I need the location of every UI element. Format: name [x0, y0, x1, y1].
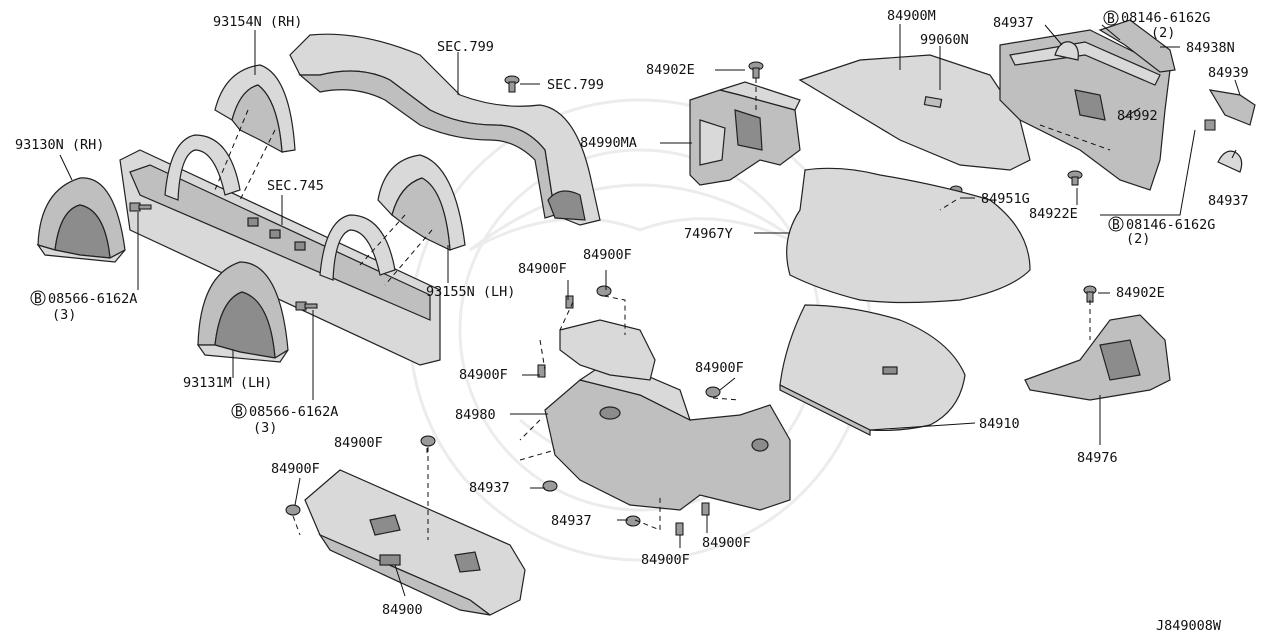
- label-84900F-e: 84900F: [334, 435, 383, 451]
- part-84976-bracket: [1024, 314, 1171, 401]
- label-08566-mid: 08566-6162A: [249, 404, 338, 420]
- label-84902E-right: 84902E: [1116, 285, 1165, 301]
- label-84992: 84992: [1117, 108, 1158, 124]
- bolt-08566-left: [129, 202, 152, 212]
- part-84900-tray: [304, 469, 526, 616]
- clip-84900F-e: [420, 435, 436, 447]
- label-84976: 84976: [1077, 450, 1118, 466]
- clip-84937-low: [625, 515, 641, 527]
- bolt-08566-mid: [295, 301, 318, 311]
- assembly-line-5: [519, 449, 556, 461]
- bolt-symbol-mid: B: [231, 403, 247, 420]
- label-93130N: 93130N (RH): [15, 137, 104, 153]
- label-84900F-g: 84900F: [702, 535, 751, 551]
- label-84900F-f: 84900F: [271, 461, 320, 477]
- label-84900: 84900: [382, 602, 423, 618]
- part-93130N-arch-cover: [36, 177, 126, 263]
- part-74967Y-mat: [786, 167, 1031, 304]
- label-84900M: 84900M: [887, 8, 936, 24]
- clip-84937-mid: [542, 480, 558, 492]
- label-84990MA: 84990MA: [580, 135, 637, 151]
- label-84900F-a: 84900F: [518, 261, 567, 277]
- assembly-line-4: [519, 419, 541, 441]
- label-84939: 84939: [1208, 65, 1249, 81]
- bolt-symbol-top-letter: B: [1107, 12, 1115, 27]
- label-84938N: 84938N: [1186, 40, 1235, 56]
- leader-lines: [59, 24, 1241, 597]
- label-84980: 84980: [455, 407, 496, 423]
- part-93155N-cover: [359, 154, 466, 286]
- clip-84900F-h: [675, 522, 684, 536]
- clip-84900F-g: [701, 502, 710, 516]
- label-sec799-a: SEC.799: [437, 39, 494, 55]
- part-84990MA-bracket: [689, 81, 801, 186]
- label-84937-low: 84937: [551, 513, 592, 529]
- label-08566-left-qty: (3): [52, 307, 76, 323]
- part-84939-bracket: [1208, 89, 1256, 126]
- label-84951G: 84951G: [981, 191, 1030, 207]
- bolt-symbol-right-letter: B: [1112, 218, 1120, 233]
- label-84910: 84910: [979, 416, 1020, 432]
- assembly-line-2: [603, 295, 626, 335]
- part-84900M-lid-liner: [798, 54, 1031, 171]
- assembly-line-12: [939, 199, 957, 211]
- label-93155N: 93155N (LH): [426, 284, 515, 300]
- label-84900F-d: 84900F: [695, 360, 744, 376]
- part-93131M-arch-cover: [196, 261, 289, 363]
- label-08146-right-qty: (2): [1126, 231, 1150, 247]
- label-08146-top: 08146-6162G: [1121, 10, 1210, 26]
- part-93154N-cover: [214, 64, 296, 201]
- label-84937-mid: 84937: [469, 480, 510, 496]
- clip-84900F-a: [565, 295, 574, 309]
- label-08146-top-qty: (2): [1151, 25, 1175, 41]
- part-84938N-bracket: [1098, 19, 1176, 73]
- label-84922E: 84922E: [1029, 206, 1078, 222]
- label-93154N: 93154N (RH): [213, 14, 302, 30]
- part-84910-floor-mat: [779, 304, 966, 436]
- callout-labels: 93154N (RH) SEC.799 SEC.799 84902E 84990…: [15, 8, 1249, 634]
- label-74967Y: 74967Y: [684, 226, 733, 242]
- label-sec799-b: SEC.799: [547, 77, 604, 93]
- bolt-symbol-left-letter: B: [34, 292, 42, 307]
- clip-84937-right: [1217, 150, 1243, 173]
- label-99060N: 99060N: [920, 32, 969, 48]
- clip-84902E-right: [1083, 285, 1097, 303]
- label-84937-right: 84937: [1208, 193, 1249, 209]
- clip-84937-top: [1054, 41, 1079, 61]
- label-84900F-c: 84900F: [459, 367, 508, 383]
- rear-cross-panel: [119, 134, 441, 366]
- diagram-code: J849008W: [1156, 618, 1222, 634]
- part-84980-side-trim: [544, 319, 791, 511]
- label-93131M: 93131M (LH): [183, 375, 272, 391]
- bolt-symbol-mid-letter: B: [235, 405, 243, 420]
- label-08566-left: 08566-6162A: [48, 291, 137, 307]
- bolt-symbol-right: B: [1108, 216, 1124, 233]
- label-08146-right: 08146-6162G: [1126, 217, 1215, 233]
- label-84900F-b: 84900F: [583, 247, 632, 263]
- assembly-line-9: [292, 515, 301, 536]
- clip-84902E-top: [748, 61, 764, 79]
- assembly-line-7: [712, 397, 741, 401]
- bolt-symbol-top: B: [1103, 10, 1119, 27]
- sec799-trim-panel: [289, 33, 601, 226]
- bolt-08146-right: [1204, 119, 1216, 131]
- label-84937-top: 84937: [993, 15, 1034, 31]
- label-sec745: SEC.745: [267, 178, 324, 194]
- clip-sec799: [504, 75, 520, 93]
- clip-84900F-c: [537, 364, 546, 378]
- clip-84900F-f: [285, 504, 301, 516]
- clip-84900F-b: [596, 285, 612, 297]
- label-08566-mid-qty: (3): [253, 420, 277, 436]
- clip-84900F-d: [705, 386, 721, 398]
- label-84902E-top: 84902E: [646, 62, 695, 78]
- label-84900F-h: 84900F: [641, 552, 690, 568]
- clip-84922E: [1067, 170, 1083, 186]
- bolt-symbol-left: B: [30, 290, 46, 307]
